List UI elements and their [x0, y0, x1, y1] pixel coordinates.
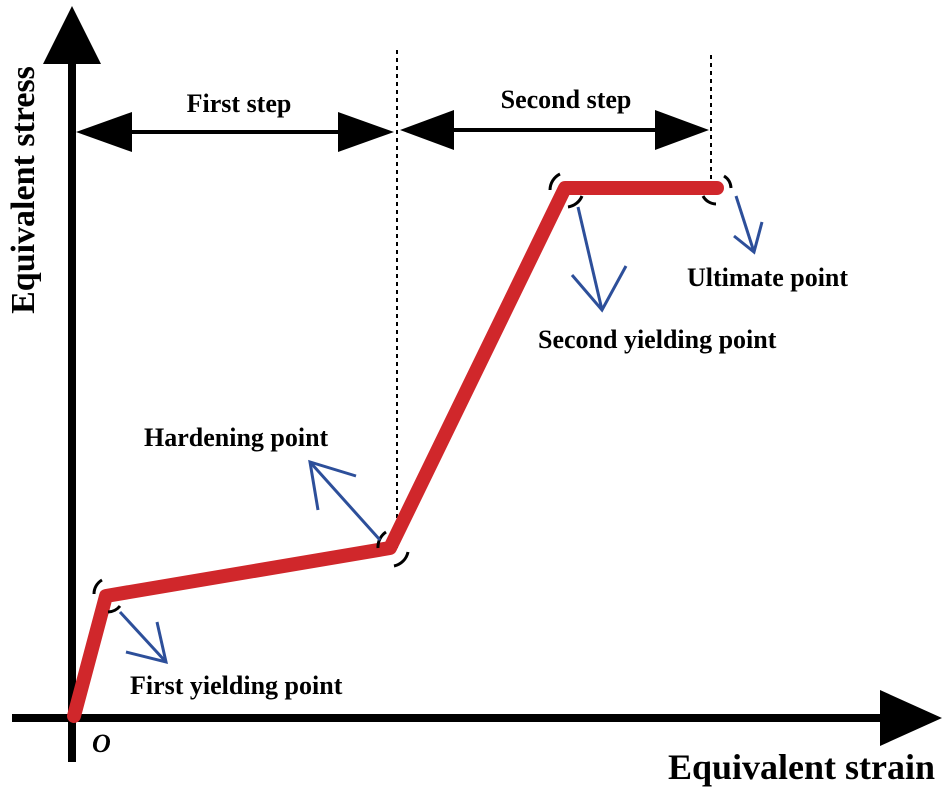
first-yielding-pointer — [118, 610, 168, 665]
ultimate-marker — [701, 174, 733, 206]
x-axis-label: Equivalent strain — [668, 747, 935, 787]
axes — [12, 6, 942, 762]
x-axis-arrowhead — [880, 690, 942, 746]
first-step-left-arrowhead — [76, 112, 132, 152]
first-yielding-marker — [92, 578, 122, 614]
y-axis-label: Equivalent stress — [5, 66, 42, 314]
hardening-point-label: Hardening point — [144, 423, 329, 452]
step-guides — [396, 50, 712, 548]
ultimate-pointer — [733, 195, 764, 255]
second-step-right-arrowhead — [655, 110, 709, 150]
y-axis-arrowhead — [43, 6, 101, 64]
first-step-arrow — [76, 112, 394, 152]
first-step-label: First step — [187, 89, 292, 118]
second-yielding-point-label: Second yielding point — [538, 325, 777, 354]
second-step-arrow — [400, 110, 709, 150]
ultimate-point-label: Ultimate point — [687, 263, 848, 292]
second-yielding-pointer — [570, 206, 628, 313]
second-step-label: Second step — [501, 85, 632, 114]
stress-strain-curve — [67, 181, 724, 723]
hardening-pointer — [308, 459, 382, 542]
second-yielding-marker — [548, 172, 584, 209]
point-markers — [92, 172, 733, 614]
pointer-arrows — [118, 195, 764, 665]
origin-label: O — [92, 729, 111, 758]
first-yielding-point-label: First yielding point — [130, 671, 343, 700]
first-step-right-arrowhead — [338, 112, 394, 152]
second-step-left-arrowhead — [400, 110, 454, 150]
